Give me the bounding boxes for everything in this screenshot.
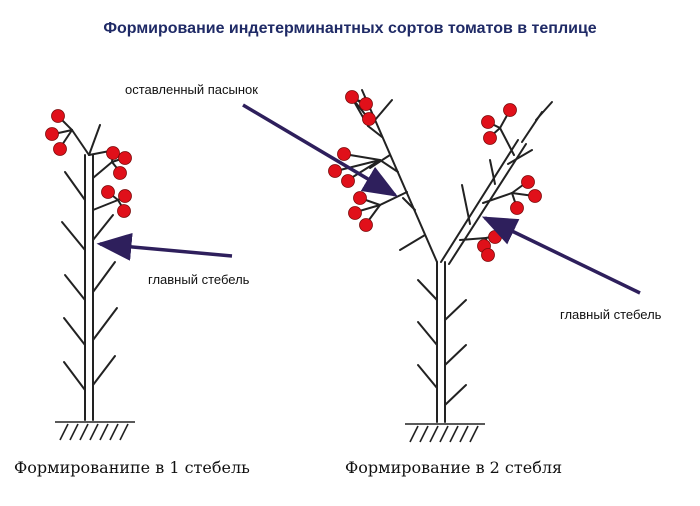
ground-right bbox=[405, 423, 485, 443]
tomato bbox=[51, 109, 65, 123]
tomato bbox=[53, 142, 67, 156]
arrow-main-stem-left bbox=[96, 232, 233, 261]
tomato bbox=[341, 174, 355, 188]
caption-one-stem: Формированипе в 1 стебель bbox=[14, 458, 250, 477]
tomato bbox=[106, 146, 120, 160]
tomato bbox=[45, 127, 59, 141]
tomato bbox=[113, 166, 127, 180]
tomato bbox=[117, 204, 131, 218]
tomato bbox=[328, 164, 342, 178]
tomato bbox=[362, 112, 376, 126]
tomato bbox=[503, 103, 517, 117]
tomato bbox=[118, 151, 132, 165]
main-stem-right-upper bbox=[440, 139, 519, 263]
diagram-title: Формирование индетерминантных сортов том… bbox=[103, 20, 597, 37]
tomato bbox=[521, 175, 535, 189]
tomato bbox=[353, 191, 367, 205]
tomato bbox=[481, 248, 495, 262]
label-kept-side-shoot: оставленный пасынок bbox=[125, 82, 258, 97]
label-main-stem-right: главный стебель bbox=[560, 307, 662, 322]
tomato bbox=[481, 115, 495, 129]
tomato bbox=[483, 131, 497, 145]
tomato bbox=[528, 189, 542, 203]
tomato bbox=[101, 185, 115, 199]
tomato bbox=[359, 97, 373, 111]
tomatoes-left bbox=[45, 109, 132, 218]
arrow-main-stem-right bbox=[481, 216, 641, 295]
plant-one-stem bbox=[53, 115, 125, 421]
tomato bbox=[510, 201, 524, 215]
tomato bbox=[337, 147, 351, 161]
tomato bbox=[345, 90, 359, 104]
tomato bbox=[348, 206, 362, 220]
caption-two-stems: Формирование в 2 стебля bbox=[345, 458, 563, 477]
label-main-stem-left: главный стебель bbox=[148, 272, 250, 287]
tomato bbox=[118, 189, 132, 203]
tomato bbox=[488, 230, 502, 244]
arrow-kept-side-shoot bbox=[242, 103, 399, 197]
ground-left bbox=[55, 421, 135, 441]
plant-two-stems bbox=[335, 89, 553, 423]
tomato bbox=[359, 218, 373, 232]
